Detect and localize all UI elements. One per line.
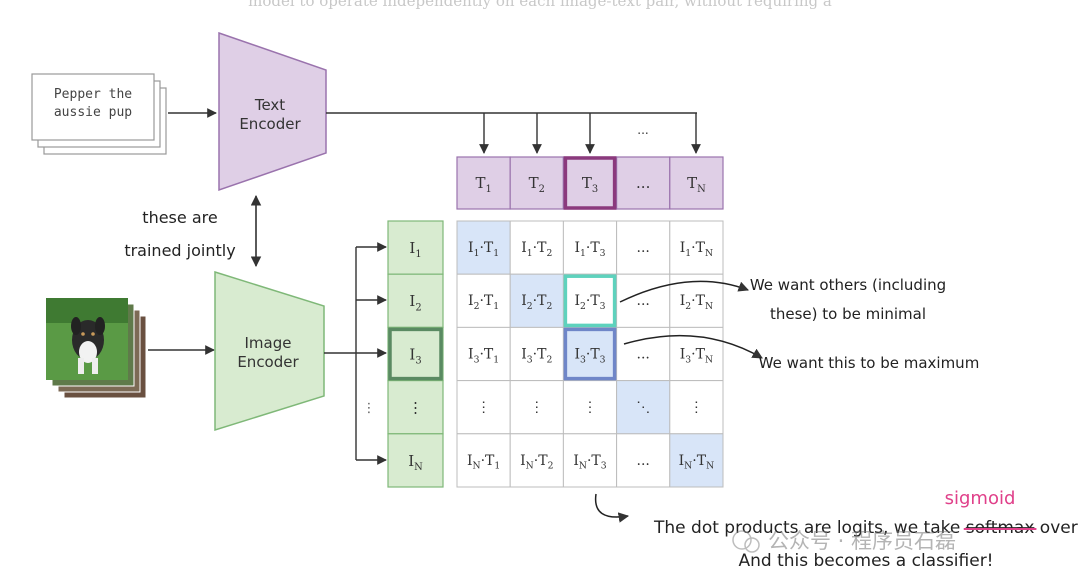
matrix-cell	[669, 433, 724, 488]
image-embedding-cell	[387, 326, 444, 382]
image-embedding-cell	[387, 273, 444, 329]
highlight-t3	[563, 156, 617, 210]
note-minimal-line2: these) to be minimal	[770, 305, 926, 323]
text-bus-ellipsis: ...	[637, 123, 648, 137]
image-embedding-label: IN​	[408, 452, 423, 473]
text-encoder-label-1: Text	[254, 96, 285, 114]
note-minimal-line1: We want others (including	[750, 276, 946, 294]
matrix-cell	[669, 220, 724, 275]
matrix-cell	[669, 380, 724, 435]
matrix-cell-label: I1​·T3​	[574, 240, 605, 259]
matrix-cell	[616, 220, 671, 275]
matrix-cell-label: ...	[637, 293, 650, 309]
matrix-cell-label: IN​·T2​	[520, 453, 553, 472]
note-bottom-line2: And this becomes a classifier!	[738, 551, 993, 571]
matrix-cell	[562, 433, 618, 488]
watermark: 公众号 · 程序员石磊	[732, 529, 956, 553]
text-embedding-label: TN​	[687, 174, 706, 195]
matrix-cell-label: ⋮	[477, 400, 491, 416]
matrix-cell-label: I1​·T1​	[468, 240, 499, 259]
matrix-cell-label: I1​·TN​	[680, 240, 713, 259]
text-embedding-cell	[669, 156, 724, 210]
image-bus-vdots: ⋮	[363, 401, 376, 416]
matrix-cell	[509, 220, 564, 275]
text-bus	[326, 112, 701, 154]
note-bottom-part-a: The dot products are logits, we take	[653, 518, 966, 538]
watermark-text: 公众号 · 程序员石磊	[768, 529, 956, 553]
arrow-to-bottom-note	[594, 493, 630, 523]
text-embedding-cell	[615, 156, 671, 210]
arrow-to-minimal-note	[619, 280, 749, 303]
matrix-cell	[509, 273, 564, 328]
matrix-cell	[616, 433, 671, 488]
matrix-cell-label: ...	[637, 453, 650, 469]
image-encoder	[214, 270, 325, 432]
matrix-cell	[509, 380, 564, 435]
joint-note-line1: these are	[142, 208, 217, 227]
image-embedding-label: I3​	[409, 345, 421, 366]
text-embedding-label: T2​	[529, 174, 545, 195]
image-encoder-label-1: Image	[245, 334, 292, 352]
note-sigmoid: sigmoid	[945, 488, 1016, 509]
matrix-cell-label: ⋱	[636, 400, 650, 416]
text-input-stack: Pepper the aussie pup	[31, 73, 167, 155]
highlight-i3	[388, 327, 443, 381]
text-input-line1: Pepper the	[54, 87, 132, 102]
matrix-cell-label: I2​·T1​	[468, 293, 499, 312]
note-bottom-part-b: over them	[1034, 518, 1080, 538]
matrix-cell-label: I3​·T3​	[574, 346, 605, 365]
image-embedding-label: ⋮	[408, 399, 423, 417]
matrix-cell-label: I2​·T3​	[574, 293, 605, 312]
matrix-cell-label: ⋮	[689, 400, 703, 416]
text-embedding-label: ...	[636, 174, 650, 192]
matrix-cell-label: ...	[637, 240, 650, 256]
matrix-cell	[509, 433, 564, 488]
image-bus	[324, 242, 387, 465]
matrix-cell-label: IN​·T1​	[467, 453, 500, 472]
matrix-cell-label: I1​·T2​	[521, 240, 552, 259]
matrix-cell	[456, 380, 511, 435]
matrix-cell-label: I3​·T2​	[521, 346, 552, 365]
matrix-cell-label: ...	[637, 346, 650, 362]
matrix-cell	[509, 326, 564, 382]
text-encoder	[218, 31, 327, 192]
highlight-i2-t3	[563, 274, 617, 328]
wechat-icon	[732, 530, 752, 550]
dog-photo	[46, 298, 128, 380]
matrix-cell	[456, 433, 511, 488]
top-caption: model to operate independently on each i…	[248, 0, 832, 10]
image-embedding-cell	[387, 433, 444, 488]
matrix-cell	[616, 273, 671, 328]
matrix-cell-label: ⋮	[583, 400, 597, 416]
text-embedding-label: T3​	[582, 174, 598, 195]
note-maximum: We want this to be maximum	[759, 354, 980, 372]
matrix-cell-label: IN​·T3​	[573, 453, 606, 472]
matrix-cell-label: I2​·TN​	[680, 293, 713, 312]
image-embedding-cell	[387, 220, 444, 275]
image-embedding-cell	[387, 380, 444, 435]
image-encoder-label-2: Encoder	[237, 353, 299, 371]
arrow-to-maximum-note	[623, 334, 763, 359]
text-encoder-label-2: Encoder	[239, 115, 301, 133]
matrix-cell-label: I3​·TN​	[680, 346, 713, 365]
image-input-stack	[46, 298, 147, 399]
image-embedding-label: I2​	[409, 292, 421, 313]
image-embedding-label: I1​	[409, 239, 421, 260]
joint-note-line2: trained jointly	[124, 241, 235, 260]
text-embedding-cell	[562, 156, 618, 210]
text-input-line2: aussie pup	[54, 105, 132, 120]
text-embedding-cell	[509, 156, 565, 210]
matrix-cell-label: IN​·TN​	[679, 453, 715, 472]
text-embedding-cell	[456, 156, 511, 210]
matrix-cell-label: ⋮	[530, 400, 544, 416]
matrix-cell-label: I3​·T1​	[468, 346, 499, 365]
matrix-cell-label: I2​·T2​	[521, 293, 552, 312]
text-embedding-label: T1​	[475, 174, 491, 195]
highlight-i3-t3	[563, 327, 617, 381]
